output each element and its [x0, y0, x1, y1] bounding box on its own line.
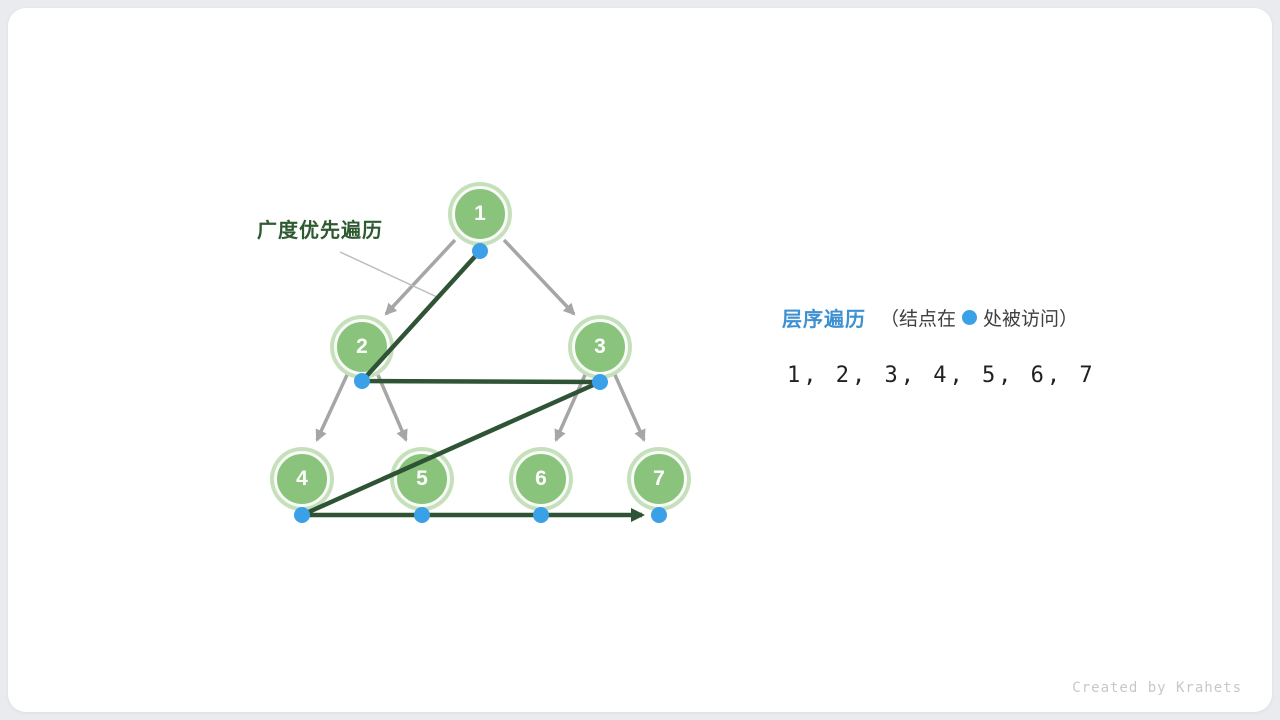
legend-note-prefix: （结点在: [880, 309, 957, 330]
tree-node-label: 7: [653, 467, 665, 490]
legend-title: 层序遍历: [782, 309, 866, 331]
tree-node-label: 3: [594, 335, 606, 358]
tree-node-6: 6: [513, 451, 569, 507]
tree-node-4: 4: [274, 451, 330, 507]
canvas-card: [8, 8, 1272, 712]
tree-node-2: 2: [334, 319, 390, 375]
visit-dot-icon: [962, 310, 978, 325]
tree-node-5: 5: [394, 451, 450, 507]
tree-node-label: 2: [356, 335, 368, 358]
tree-node-1: 1: [452, 186, 508, 242]
tree-node-label: 5: [416, 467, 428, 490]
watermark: Created by Krahets: [1072, 680, 1242, 696]
tree-node-label: 4: [296, 467, 308, 490]
tree-node-label: 6: [535, 467, 547, 490]
tree-node-label: 1: [474, 202, 486, 225]
tree-node-7: 7: [631, 451, 687, 507]
legend: 层序遍历 （结点在 处被访问）: [782, 303, 1078, 332]
legend-note: （结点在 处被访问）: [880, 304, 1078, 331]
legend-note-suffix: 处被访问）: [983, 309, 1079, 330]
tree-node-3: 3: [572, 319, 628, 375]
traversal-sequence: 1, 2, 3, 4, 5, 6, 7: [787, 363, 1096, 388]
bfs-label: 广度优先遍历: [257, 220, 383, 242]
